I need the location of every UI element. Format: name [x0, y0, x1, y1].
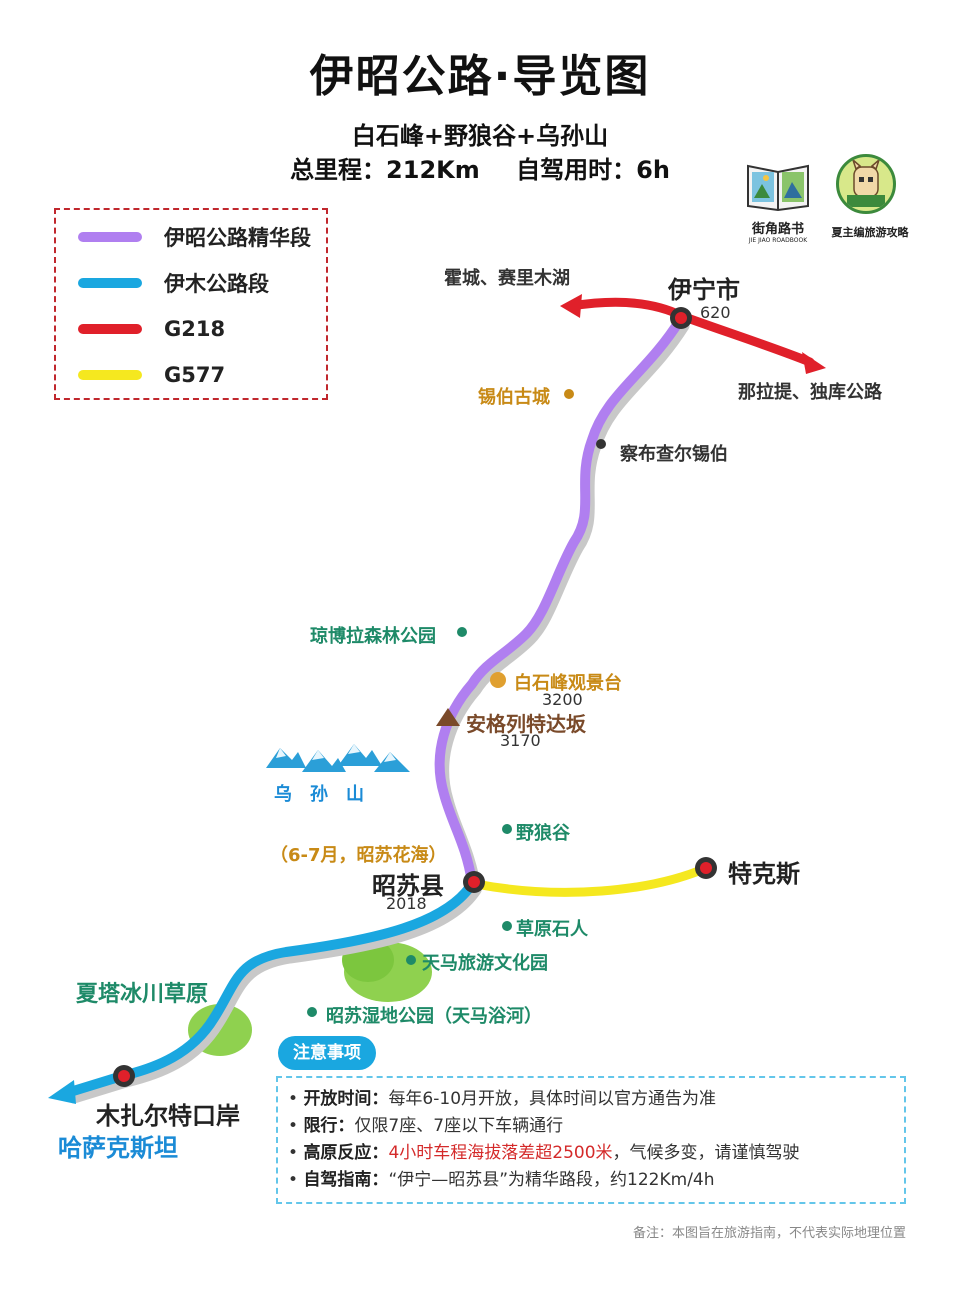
city-marker-zhaosu: [463, 871, 485, 893]
label-xibo: 锡伯古城: [478, 387, 550, 408]
label-zhaosu: 昭苏县: [372, 872, 444, 900]
map-subtitle: 白石峰+野狼谷+乌孙山: [351, 122, 609, 150]
footnote: 备注：本图旨在旅游指南，不代表实际地理位置: [632, 1226, 906, 1241]
elev-baishifeng: 3200: [542, 690, 583, 709]
note-item: • 限行：仅限7座、7座以下车辆通行: [288, 1116, 564, 1136]
label-flower-sea: （6-7月，昭苏花海）: [270, 845, 447, 866]
label-chabuchar: 察布查尔锡伯: [620, 444, 728, 465]
label-caoyuan: 草原石人: [516, 919, 588, 940]
label-huocheng: 霍城、赛里木湖: [444, 268, 570, 289]
arrow-right-icon: [802, 352, 826, 374]
legend-item: G218: [78, 314, 225, 344]
legend-item: 伊昭公路精华段: [78, 222, 311, 252]
brand-logos: 街角路书 JIE JIAO ROADBOOK 夏主编旅游攻略: [740, 152, 920, 244]
label-yelanggu: 野狼谷: [516, 823, 570, 844]
label-yining: 伊宁市: [668, 276, 740, 304]
legend-label: 伊昭公路精华段: [164, 226, 311, 250]
route-g218: [567, 297, 815, 367]
note-item: • 开放时间：每年6-10月开放，具体时间以官方通告为准: [288, 1089, 717, 1109]
elev-angelie: 3170: [500, 731, 541, 750]
notes-box: • 开放时间：每年6-10月开放，具体时间以官方通告为准 • 限行：仅限7座、7…: [276, 1076, 906, 1204]
editor-logo-icon: [836, 154, 896, 214]
drive-time: 自驾用时：6h: [516, 156, 670, 184]
legend-item: 伊木公路段: [78, 268, 269, 298]
legend-item: G577: [78, 360, 225, 390]
poi-dot-xibo: [564, 389, 574, 399]
legend-label: 伊木公路段: [164, 272, 269, 296]
poi-dot-baishifeng: [490, 672, 506, 688]
mountain-range-icon: [266, 744, 410, 772]
legend-label: G218: [164, 317, 226, 341]
arrow-left-icon: [48, 1080, 76, 1104]
elev-zhaosu: 2018: [386, 894, 427, 913]
pass-triangle-icon: [436, 708, 460, 726]
roadbook-logo-icon: [747, 164, 809, 212]
route-yimu: [65, 879, 477, 1097]
label-xiata: 夏塔冰川草原: [76, 982, 209, 1007]
poi-dot-tianma: [406, 955, 416, 965]
note-item: • 高原反应：4小时车程海拔落差超2500米，气候多变，请谨慎驾驶: [288, 1143, 800, 1163]
poi-dot-chabuchar: [596, 439, 606, 449]
label-baishifeng: 白石峰观景台: [514, 673, 622, 694]
label-shidi: 昭苏湿地公园（天马浴河）: [326, 1006, 542, 1027]
note-item: • 自驾指南：“伊宁—昭苏县”为精华路段，约122Km/4h: [288, 1170, 715, 1190]
arrow-left-icon: [560, 294, 582, 318]
legend-swatch-yellow: [78, 370, 142, 380]
elev-yining: 620: [700, 303, 731, 322]
poi-dot-caoyuan: [502, 921, 512, 931]
city-marker-muzhaerte: [113, 1065, 135, 1087]
city-marker-tekes: [695, 857, 717, 879]
city-marker-yining: [670, 307, 692, 329]
roadbook-logo-text: 街角路书 JIE JIAO ROADBOOK: [748, 222, 808, 244]
notes-tag: 注意事项: [278, 1036, 376, 1070]
label-muzhaerte: 木扎尔特口岸: [96, 1102, 240, 1130]
label-tekes: 特克斯: [728, 860, 800, 888]
route-yizhao: [434, 315, 685, 887]
poi-dot-yelanggu: [502, 824, 512, 834]
legend-label: G577: [164, 363, 226, 387]
legend-swatch-red: [78, 324, 142, 334]
label-nalati: 那拉提、独库公路: [738, 382, 882, 403]
poi-dot-qiongbola: [457, 627, 467, 637]
alpaca-icon: [847, 157, 885, 207]
route-stats: 总里程：212Km 自驾用时：6h: [0, 150, 960, 185]
poi-dot-shidi: [307, 1007, 317, 1017]
label-wusunshan: 乌 孙 山: [274, 784, 364, 805]
legend-swatch-blue: [78, 278, 142, 288]
map-legend: 伊昭公路精华段 伊木公路段 G218 G577: [54, 208, 328, 400]
label-kazakhstan: 哈萨克斯坦: [58, 1134, 178, 1162]
legend-swatch-purple: [78, 232, 142, 242]
total-distance: 总里程：212Km: [290, 156, 480, 184]
label-qiongbola: 琼博拉森林公园: [310, 626, 436, 647]
label-tianma: 天马旅游文化园: [422, 953, 548, 974]
label-angelie: 安格列特达坂: [466, 712, 586, 736]
map-title: 伊昭公路·导览图: [309, 51, 651, 102]
editor-logo-text: 夏主编旅游攻略: [831, 226, 909, 239]
route-g577: [471, 863, 711, 897]
